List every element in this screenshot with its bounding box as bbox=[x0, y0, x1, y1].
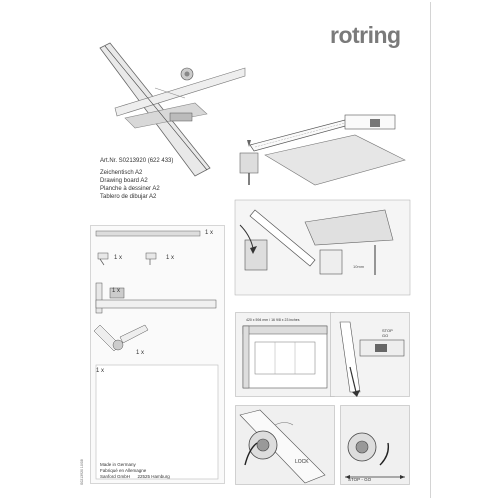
footer-fabrique: Fabriqué en Allemagne bbox=[100, 468, 147, 473]
parts-list-frame bbox=[90, 225, 225, 484]
side-code: S0213920 10/08 bbox=[80, 459, 84, 485]
step-stop-go-closeup-illustration bbox=[340, 405, 410, 485]
clip-part-1 bbox=[97, 252, 109, 266]
step-clamp-illustration: 10mm bbox=[234, 199, 411, 296]
parts-qty-angle-head: 1 x bbox=[136, 350, 145, 356]
stop-go-short-label: STOP GO bbox=[382, 328, 393, 338]
footer-company: Sanford GmbH 22525 Hamburg bbox=[100, 474, 170, 479]
article-number: Art.Nr. S0213920 (622 433) bbox=[100, 158, 174, 164]
parts-qty-l-rule: 1 x bbox=[112, 288, 121, 294]
product-name-en: Drawing board A2 bbox=[100, 178, 148, 184]
step-lock-illustration bbox=[235, 405, 335, 485]
lock-label: LOCK bbox=[295, 459, 309, 465]
paper-size-note: 420 x 594 mm / 16 9/8 x 23 inches bbox=[246, 318, 300, 322]
parts-qty-board: 1 x bbox=[96, 368, 105, 374]
dim-label: 10mm bbox=[353, 264, 365, 269]
step-stop-go-illustration bbox=[330, 312, 410, 397]
clip-part-2 bbox=[145, 252, 157, 265]
hero-drawing-board-illustration bbox=[99, 42, 246, 177]
parts-qty-clip-2: 1 x bbox=[166, 255, 175, 261]
product-name-es: Tablero de dibujar A2 bbox=[100, 194, 157, 200]
stop-go-label: STOP - GO bbox=[348, 477, 372, 482]
rotring-logo: rotring bbox=[330, 22, 401, 48]
step-paper-size-illustration bbox=[235, 312, 335, 397]
parts-qty-rule: 1 x bbox=[205, 230, 214, 236]
footer-made-in: Made in Germany bbox=[100, 462, 136, 467]
step-rail-mounting-illustration bbox=[239, 114, 406, 186]
parts-qty-clip-1: 1 x bbox=[114, 255, 123, 261]
product-name-de: Zeichentisch A2 bbox=[100, 170, 143, 176]
product-name-fr: Planche à dessiner A2 bbox=[100, 186, 160, 192]
